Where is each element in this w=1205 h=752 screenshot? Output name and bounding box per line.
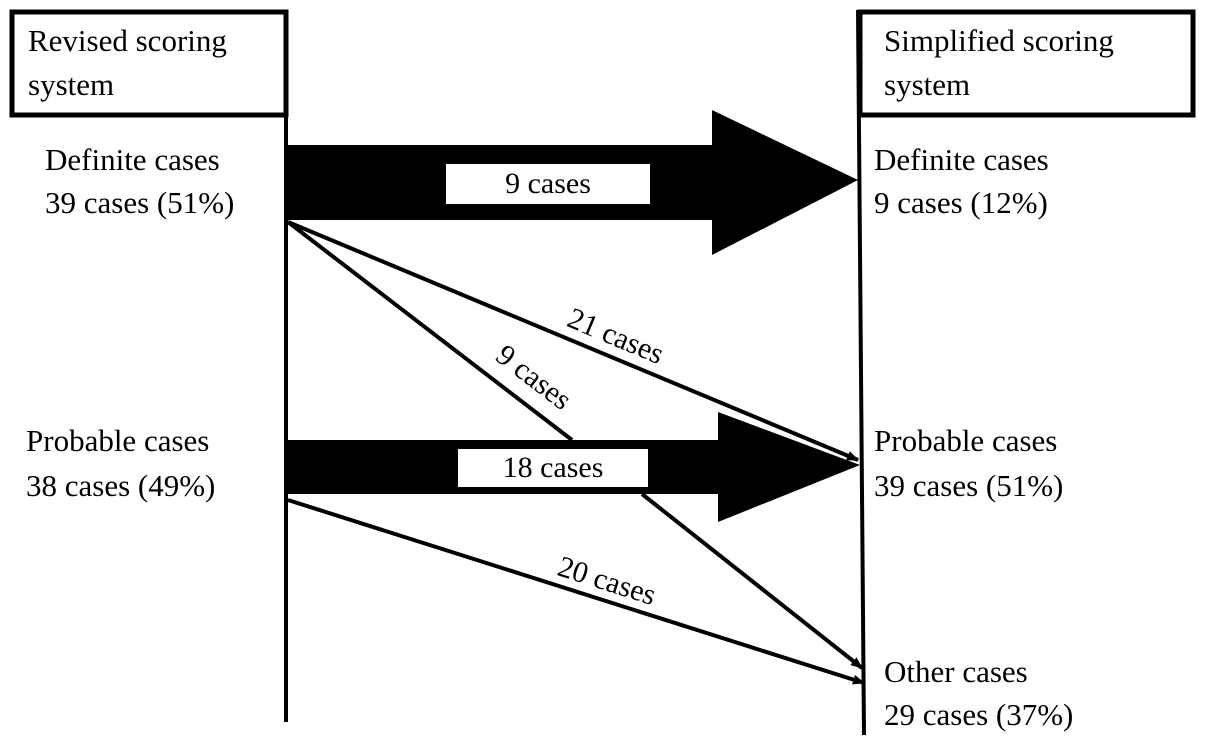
left-header-line1: Revised scoring: [28, 23, 227, 58]
right-header-line1: Simplified scoring: [884, 23, 1114, 58]
left-node-probable-count: 38 cases (49%): [26, 468, 215, 503]
right-header-box: [857, 9, 1196, 118]
right-node-other-count: 29 cases (37%): [884, 697, 1073, 732]
right-node-other-name: Other cases: [884, 654, 1028, 689]
right-node-definite-name: Definite cases: [874, 142, 1049, 177]
flow-label-probable-to-probable: 18 cases: [503, 451, 604, 484]
right-header-line2: system: [884, 67, 970, 102]
right-axis-line: [856, 9, 866, 736]
flow-line-definite-to-other: [286, 220, 574, 442]
left-header-line2: system: [28, 67, 114, 102]
left-node-probable-name: Probable cases: [26, 423, 209, 458]
right-node-definite-count: 9 cases (12%): [874, 185, 1048, 220]
flow-label-definite-to-other: 9 cases: [490, 338, 578, 416]
flow-label-definite-to-definite: 9 cases: [505, 167, 591, 200]
left-node-definite-count: 39 cases (51%): [45, 185, 234, 220]
flow-label-box-definite-to-definite: [446, 164, 650, 204]
left-node-definite-name: Definite cases: [45, 142, 220, 177]
right-node-probable-count: 39 cases (51%): [874, 468, 1063, 503]
left-header-box: [9, 9, 289, 118]
flow-line-definite-to-probable: [287, 220, 859, 462]
flow-line-definite-to-other-lower: [640, 492, 864, 670]
right-node-probable-name: Probable cases: [874, 423, 1057, 458]
flow-label-box-probable-to-probable: [458, 449, 648, 487]
flow-line-probable-to-other: [287, 498, 865, 685]
